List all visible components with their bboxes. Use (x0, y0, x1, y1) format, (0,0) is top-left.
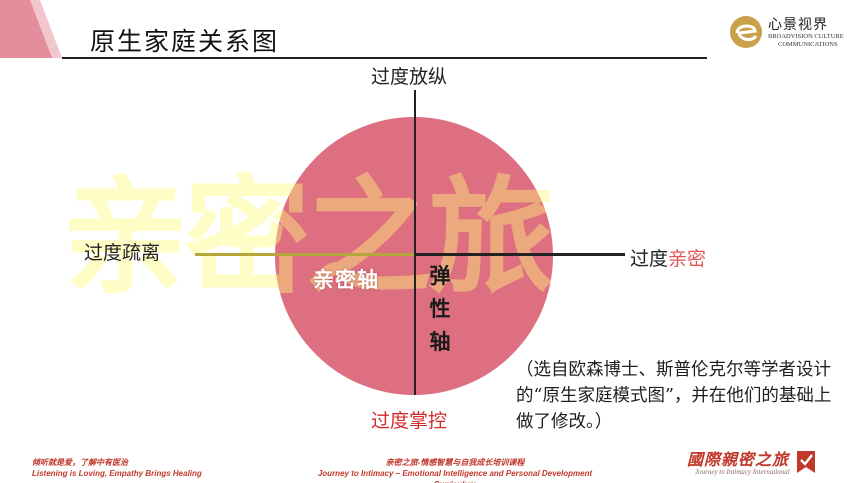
footer-slogan-en: Listening is Loving, Empathy Brings Heal… (32, 469, 202, 478)
brand-logo: 心景视界 BROADVISION CULTURE COMMUNICATIONS (728, 14, 848, 50)
intimacy-axis-name: 亲密轴 (313, 268, 379, 292)
e-swirl-logo-icon (730, 16, 762, 48)
footer-course: 亲密之旅-情感智慧与自我成长培训课程 Journey to Intimacy –… (310, 457, 600, 483)
horizontal-axis-right (415, 253, 625, 256)
label-right-prefix: 过度 (630, 248, 669, 270)
footer-logo-cn: 國際親密之旅 (687, 450, 790, 469)
flexibility-axis-char: 弹 (429, 264, 451, 288)
title-underline (62, 57, 707, 59)
label-right: 过度亲密 (630, 244, 706, 271)
flexibility-axis-char: 性 (429, 297, 451, 321)
vertical-axis (414, 90, 416, 395)
footer-slogan: 倾听就是爱，了解中有医治 Listening is Loving, Empath… (32, 457, 202, 479)
label-right-highlight: 亲密 (668, 248, 707, 270)
footer-course-en: Journey to Intimacy – Emotional Intellig… (317, 469, 593, 483)
corner-decoration (0, 0, 62, 58)
footer-logo-en: Journey to Intimacy International (695, 468, 790, 476)
brand-name-cn: 心景视界 (768, 17, 828, 33)
page-title: 原生家庭关系图 (90, 27, 280, 56)
horizontal-axis-left (195, 253, 415, 256)
flexibility-axis-char: 轴 (429, 330, 451, 354)
label-left: 过度疏离 (84, 242, 161, 264)
brand-name-en-line1: BROADVISION CULTURE (768, 33, 844, 40)
footer-slogan-cn: 倾听就是爱，了解中有医治 (32, 458, 128, 467)
footer-course-cn: 亲密之旅-情感智慧与自我成长培训课程 (385, 458, 525, 467)
label-bottom: 过度掌控 (371, 410, 448, 432)
brand-name-en-line2: COMMUNICATIONS (778, 41, 838, 48)
watermark-text: 亲密之旅 (62, 164, 554, 311)
footer-logo: 國際親密之旅 Journey to Intimacy International (687, 446, 817, 480)
source-note: （选自欧森博士、斯普伦克尔等学者设计的“原生家庭模式图”，并在他们的基础上做了修… (516, 360, 832, 432)
bookmark-check-icon (797, 451, 815, 473)
flexibility-axis-name: 弹 性 轴 (427, 260, 453, 359)
label-top: 过度放纵 (371, 66, 448, 88)
